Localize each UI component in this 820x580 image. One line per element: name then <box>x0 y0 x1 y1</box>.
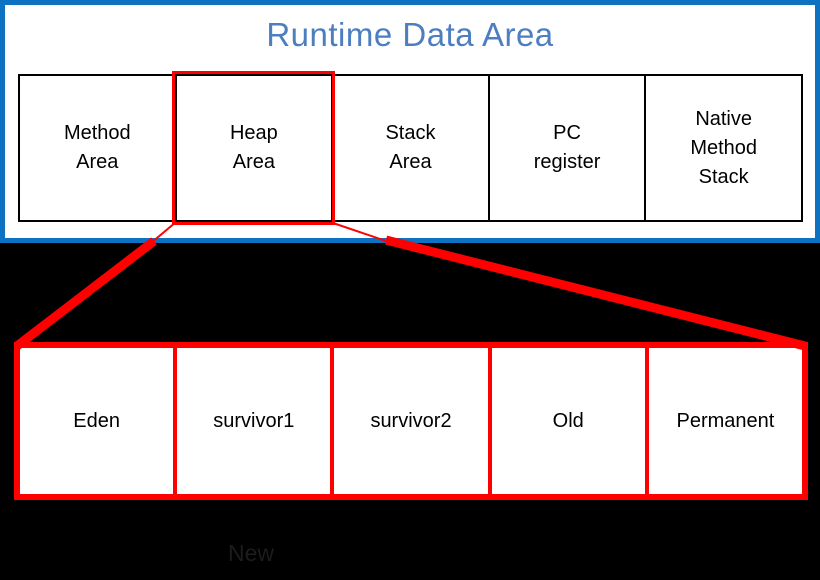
heap-detail-row: Eden survivor1 survivor2 Old Permanent <box>14 342 808 500</box>
new-generation-label: New <box>228 540 275 566</box>
cell-native-method-stack-label: Native Method Stack <box>690 107 758 188</box>
cell-survivor2: survivor2 <box>334 348 492 494</box>
cell-old: Old <box>491 348 649 494</box>
cell-method-area-label: Method Area <box>63 122 131 173</box>
cell-permanent: Permanent <box>648 348 803 494</box>
zoom-line-left-thick <box>14 237 157 350</box>
cell-heap-area-label: Heap Area <box>229 122 278 173</box>
cell-eden: Eden <box>20 348 178 494</box>
cell-heap-area: Heap Area <box>176 76 334 220</box>
cell-survivor1: survivor1 <box>177 348 335 494</box>
cell-stack-area: Stack Area <box>333 76 490 220</box>
cell-old-label: Old <box>552 409 584 432</box>
cell-stack-area-label: Stack Area <box>385 122 436 173</box>
cell-native-method-stack: Native Method Stack <box>646 76 801 220</box>
page-title: Runtime Data Area <box>266 16 554 53</box>
runtime-data-area-panel: Runtime Data Area Method Area Heap Area … <box>0 0 820 243</box>
cell-method-area: Method Area <box>20 76 177 220</box>
cell-pc-register: PC register <box>489 76 647 220</box>
cell-survivor2-label: survivor2 <box>370 409 452 432</box>
cell-permanent-label: Permanent <box>676 409 775 432</box>
cell-survivor1-label: survivor1 <box>213 409 295 432</box>
runtime-row: Method Area Heap Area Stack Area PC regi… <box>18 74 803 222</box>
zoom-line-right-thick <box>384 235 807 351</box>
cell-pc-register-label: PC register <box>533 122 601 173</box>
cell-eden-label: Eden <box>73 409 120 432</box>
